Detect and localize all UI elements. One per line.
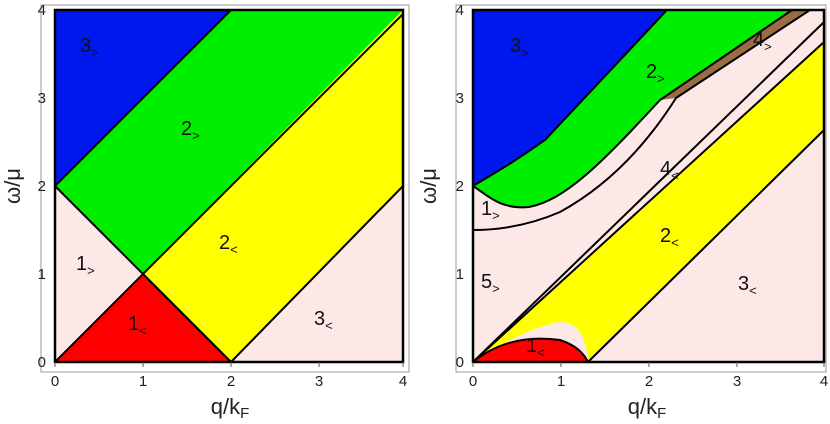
- left-frame: [40, 4, 410, 373]
- y-tick-label: 3: [456, 90, 464, 107]
- y-tick-label: 1: [38, 266, 46, 283]
- right-region-2-gt: [473, 10, 792, 208]
- region-label-3-gt: 3>: [80, 35, 99, 60]
- y-tick-label: 4: [38, 2, 46, 19]
- right-boundary: [472, 41, 825, 363]
- region-label-1-lt: 1<: [526, 335, 545, 360]
- x-tick-label: 3: [315, 373, 323, 390]
- right-boundary: [472, 9, 811, 231]
- left-region-2-gt: [55, 10, 403, 274]
- x-tick-label: 2: [227, 373, 235, 390]
- x-tick-label: 4: [399, 373, 407, 390]
- left-region-labels: 1> 1< 2> 2< 3> 3<: [76, 35, 333, 338]
- left-boundary: [230, 185, 404, 363]
- x-tick-label: 3: [733, 373, 741, 390]
- right-panel: 0 1 2 3 4 0 1 2 3 4 q/kF ω/μ 1> 1< 2> 2<…: [416, 2, 828, 422]
- y-tick-label: 0: [456, 354, 464, 371]
- y-tick-label: 4: [456, 2, 464, 19]
- left-boundary: [142, 273, 232, 363]
- region-label-2-lt: 2<: [660, 225, 679, 250]
- region-label-4-lt: 4<: [660, 158, 679, 183]
- right-region-labels: 1> 1< 2> 2< 3> 3< 4> 4< 5>: [481, 29, 772, 360]
- left-panel: 0 1 2 3 4 0 1 2 3 4 q/kF ω/μ 1> 1< 2> 2<…: [0, 2, 410, 422]
- right-y-axis-label: ω/μ: [416, 168, 441, 204]
- left-y-ticks: 0 1 2 3 4: [38, 2, 46, 371]
- left-boundary: [54, 13, 404, 363]
- y-tick-label: 0: [38, 354, 46, 371]
- region-label-1-gt: 1>: [481, 198, 500, 223]
- y-tick-label: 3: [38, 90, 46, 107]
- x-label-sub: F: [240, 405, 249, 422]
- x-label-main: q/k: [628, 394, 658, 419]
- region-label-3-lt: 3<: [314, 308, 333, 333]
- right-boundary: [472, 9, 793, 209]
- right-boundary: [472, 21, 825, 363]
- y-tick-label: 2: [456, 178, 464, 195]
- x-tick-label: 0: [469, 373, 477, 390]
- region-label-3-lt: 3<: [738, 273, 757, 298]
- right-region-3-gt: [473, 10, 667, 186]
- x-label-sub: F: [657, 405, 666, 422]
- right-boundary: [472, 9, 668, 187]
- left-x-axis-label: q/kF: [211, 394, 250, 422]
- right-region-4-gt: [660, 10, 810, 100]
- right-boundaries: [472, 9, 825, 363]
- right-y-ticks: 0 1 2 3 4: [456, 2, 464, 371]
- left-boundaries: [54, 9, 404, 363]
- region-label-1-lt: 1<: [128, 313, 147, 338]
- region-label-4-gt: 4>: [753, 29, 772, 54]
- left-region-1-gt: [55, 186, 143, 362]
- x-tick-label: 1: [139, 373, 147, 390]
- left-region-1-lt: [55, 274, 231, 362]
- region-label-5-gt: 5>: [481, 271, 500, 296]
- x-tick-label: 1: [557, 373, 565, 390]
- x-tick-label: 2: [645, 373, 653, 390]
- region-label-2-gt: 2>: [646, 61, 665, 86]
- region-label-3-gt: 3>: [510, 35, 529, 60]
- left-x-ticks: 0 1 2 3 4: [51, 362, 407, 390]
- x-label-main: q/k: [211, 394, 241, 419]
- right-region-1-lt: [473, 338, 588, 362]
- right-boundary: [587, 129, 825, 363]
- right-x-ticks: 0 1 2 3 4: [469, 362, 828, 390]
- right-frame: [455, 4, 827, 373]
- x-tick-label: 4: [820, 373, 828, 390]
- region-label-2-lt: 2<: [219, 232, 238, 257]
- y-tick-label: 1: [456, 266, 464, 283]
- left-plot-box: [53, 8, 405, 364]
- left-boundary: [54, 9, 232, 187]
- y-tick-label: 2: [38, 178, 46, 195]
- right-boundary: [472, 337, 589, 363]
- region-label-1-gt: 1>: [76, 253, 95, 278]
- left-region-2-lt: [143, 10, 403, 362]
- right-x-axis-label: q/kF: [628, 394, 667, 422]
- left-boundary: [54, 185, 144, 275]
- x-tick-label: 0: [51, 373, 59, 390]
- left-y-axis-label: ω/μ: [0, 168, 25, 204]
- region-label-2-gt: 2>: [181, 118, 200, 143]
